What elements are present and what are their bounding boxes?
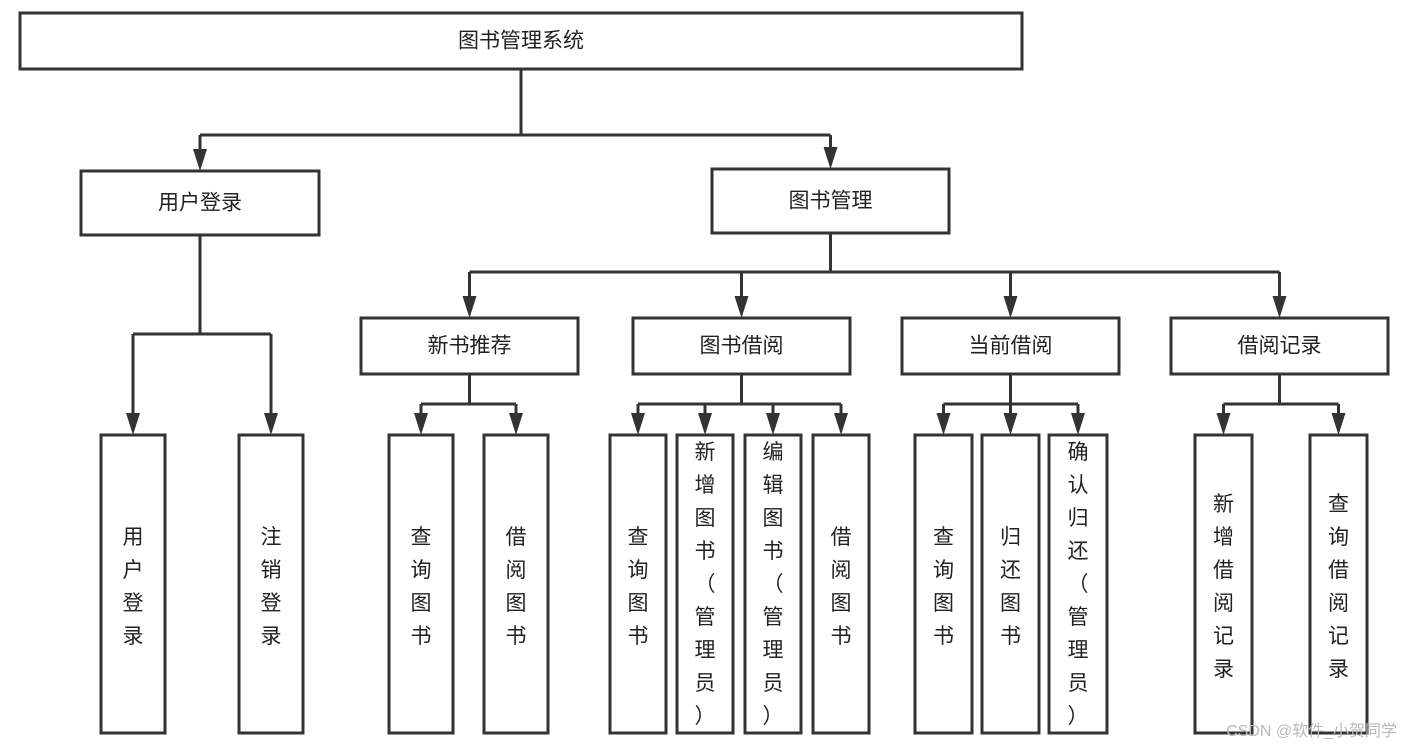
node-label: 借阅图书 — [831, 526, 852, 648]
node-box[interactable] — [237, 433, 305, 735]
arrow-head-icon — [1003, 296, 1018, 318]
connector-group — [462, 233, 1287, 318]
node-box[interactable] — [1308, 433, 1369, 735]
node-label: 当前借阅 — [969, 335, 1053, 358]
node-f_borrow_b[interactable]: 借阅图书 — [811, 433, 871, 735]
watermark: CSDN @软件_小贺同学 — [1226, 723, 1397, 740]
arrow-head-icon — [823, 147, 838, 169]
arrow-head-icon — [698, 413, 712, 435]
node-label: 查询借阅记录 — [1328, 493, 1349, 681]
node-f_confirm_return[interactable]: 确认归还（管理员） — [1047, 433, 1109, 735]
node-box[interactable] — [710, 167, 951, 235]
node-box[interactable] — [631, 316, 852, 376]
node-box[interactable] — [482, 433, 550, 735]
node-box[interactable] — [980, 433, 1041, 735]
node-login[interactable]: 用户登录 — [79, 169, 321, 237]
node-layer: 图书管理系统用户登录图书管理新书推荐图书借阅当前借阅借阅记录用户登录注销登录查询… — [18, 11, 1390, 735]
connector-group — [631, 374, 848, 435]
connector-group — [126, 235, 278, 435]
node-newbook[interactable]: 新书推荐 — [359, 316, 580, 376]
node-borrow[interactable]: 图书借阅 — [631, 316, 852, 376]
node-f_borrow_new[interactable]: 借阅图书 — [482, 433, 550, 735]
arrow-head-icon — [734, 296, 749, 318]
node-f_logout[interactable]: 注销登录 — [237, 433, 305, 735]
node-f_query_c[interactable]: 查询图书 — [913, 433, 974, 735]
arrow-head-icon — [264, 413, 278, 435]
node-label: 借阅图书 — [506, 526, 527, 648]
node-label: 新增借阅记录 — [1213, 493, 1234, 681]
node-box[interactable] — [743, 433, 803, 735]
arrow-head-icon — [1003, 413, 1018, 435]
node-records[interactable]: 借阅记录 — [1169, 316, 1390, 376]
node-box[interactable] — [900, 316, 1121, 376]
arrow-head-icon — [1216, 413, 1231, 435]
node-f_login[interactable]: 用户登录 — [99, 433, 167, 735]
arrow-head-icon — [1071, 413, 1085, 435]
arrow-head-icon — [509, 413, 523, 435]
node-label: 图书管理 — [789, 190, 873, 213]
arrow-head-icon — [1272, 296, 1287, 318]
node-box[interactable] — [99, 433, 167, 735]
arrow-head-icon — [462, 296, 477, 318]
node-label: 新书推荐 — [428, 335, 512, 358]
node-box[interactable] — [913, 433, 974, 735]
node-label: 查询图书 — [933, 526, 954, 648]
node-root[interactable]: 图书管理系统 — [18, 11, 1024, 71]
node-label: 查询图书 — [411, 526, 432, 648]
node-label: 新增图书（管理员） — [695, 441, 716, 728]
arrow-head-icon — [414, 413, 428, 435]
node-box[interactable] — [608, 433, 668, 735]
arrow-head-icon — [193, 149, 207, 171]
connector-group — [936, 374, 1085, 435]
node-label: 图书管理系统 — [458, 30, 584, 53]
node-label: 借阅记录 — [1238, 335, 1322, 358]
connector-layer — [126, 69, 1346, 435]
arrow-head-icon — [1331, 413, 1346, 435]
node-box[interactable] — [811, 433, 871, 735]
node-f_add_book[interactable]: 新增图书（管理员） — [675, 433, 735, 735]
node-f_query_b[interactable]: 查询图书 — [608, 433, 668, 735]
node-box[interactable] — [675, 433, 735, 735]
connector-group — [1216, 374, 1346, 435]
node-f_query_new[interactable]: 查询图书 — [387, 433, 455, 735]
arrow-head-icon — [631, 413, 645, 435]
node-f_edit_book[interactable]: 编辑图书（管理员） — [743, 433, 803, 735]
node-box[interactable] — [79, 169, 321, 237]
node-label: 查询图书 — [628, 526, 649, 648]
node-label: 确认归还（管理员） — [1068, 441, 1089, 728]
node-current[interactable]: 当前借阅 — [900, 316, 1121, 376]
arrow-head-icon — [126, 413, 140, 435]
node-f_add_record[interactable]: 新增借阅记录 — [1193, 433, 1254, 735]
node-label: 归还图书 — [1000, 526, 1021, 648]
node-box[interactable] — [18, 11, 1024, 71]
node-box[interactable] — [1169, 316, 1390, 376]
node-label: 用户登录 — [158, 192, 242, 215]
arrow-head-icon — [834, 413, 848, 435]
node-label: 编辑图书（管理员） — [763, 441, 784, 728]
arrow-head-icon — [766, 413, 780, 435]
node-f_return[interactable]: 归还图书 — [980, 433, 1041, 735]
node-box[interactable] — [1193, 433, 1254, 735]
node-box[interactable] — [359, 316, 580, 376]
node-label: 注销登录 — [261, 526, 282, 648]
arrow-head-icon — [936, 413, 951, 435]
connector-group — [193, 69, 838, 171]
node-f_query_record[interactable]: 查询借阅记录 — [1308, 433, 1369, 735]
connector-group — [414, 374, 523, 435]
node-label: 用户登录 — [123, 526, 144, 648]
node-bookmgmt[interactable]: 图书管理 — [710, 167, 951, 235]
node-box[interactable] — [1047, 433, 1109, 735]
node-label: 图书借阅 — [700, 335, 784, 358]
node-box[interactable] — [387, 433, 455, 735]
